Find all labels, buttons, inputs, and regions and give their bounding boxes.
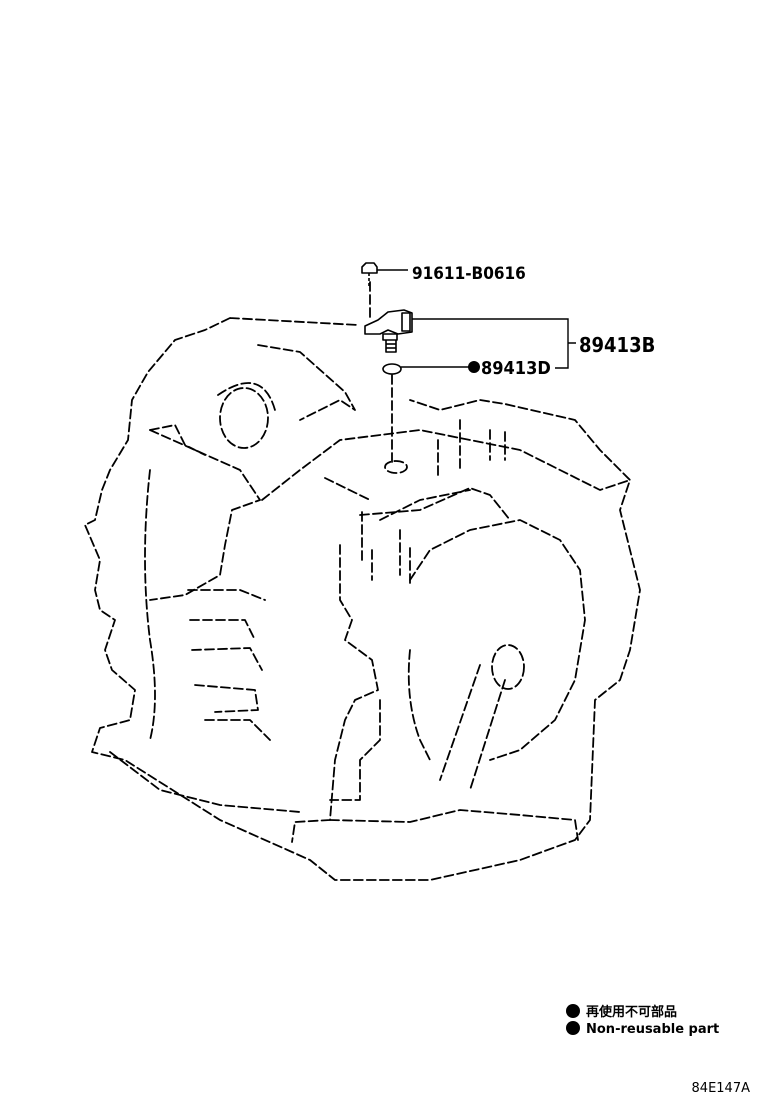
shaft-lines: [439, 664, 506, 791]
lower-skirt: [329, 699, 381, 801]
diff-housing-right: [409, 519, 586, 761]
transaxle-case-outline: [84, 317, 641, 881]
legend-text-en: Non-reusable part: [586, 1022, 720, 1037]
bracket-upper: [149, 424, 206, 456]
speed-sensor-icon: [364, 309, 413, 353]
rib-1: [187, 589, 266, 601]
axle-seal: [491, 644, 525, 690]
part-number-o-ring: 89413D: [481, 358, 551, 379]
legend-marker: [566, 1004, 580, 1018]
rib-3: [191, 647, 263, 671]
legend-marker: [566, 1021, 580, 1035]
posts: [361, 511, 411, 586]
inner-ridge: [324, 477, 471, 521]
rib-5: [204, 719, 271, 741]
cover-tubes: [437, 419, 506, 476]
legend-text-jp: 再使用不可部品: [586, 1005, 678, 1020]
legend-en: Non-reusable part: [566, 1021, 719, 1037]
inner-outline-upper: [149, 429, 261, 601]
rib-4: [194, 684, 259, 713]
rib-2: [189, 619, 256, 641]
bolt-hole-upper: [219, 387, 269, 449]
diff-housing: [291, 544, 379, 843]
bell-housing-arc: [144, 469, 156, 741]
inner-ring: [407, 649, 431, 761]
plate: [359, 487, 511, 521]
legend-jp: 再使用不可部品: [566, 1001, 677, 1020]
part-number-bolt: 91611-B0616: [412, 264, 526, 284]
mount-boss: [384, 460, 408, 474]
diff-cover: [329, 809, 579, 841]
part-number-sensor-assembly: 89413B: [579, 333, 655, 357]
top-cover: [261, 429, 631, 501]
o-ring-icon: [382, 363, 402, 375]
non-reusable-marker: [468, 361, 480, 373]
bolt-icon: [361, 262, 378, 286]
diagram-code: 84E147A: [691, 1081, 750, 1096]
oil-pan: [109, 751, 301, 813]
sensor-callout-bracket: [412, 318, 576, 369]
upper-housing: [257, 344, 356, 421]
upper-arc: [217, 382, 276, 411]
